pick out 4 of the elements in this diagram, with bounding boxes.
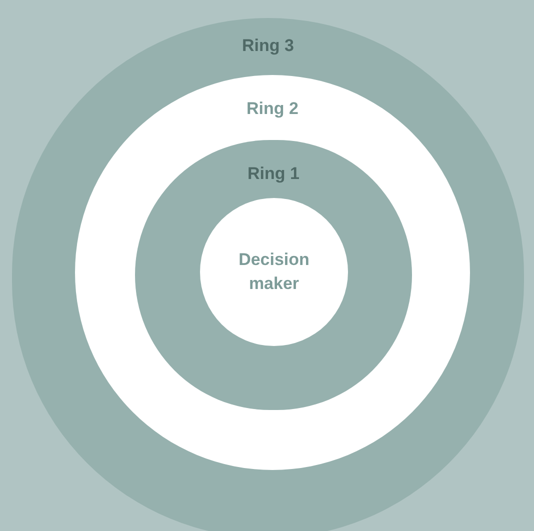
ring-label: Decision maker <box>238 249 310 295</box>
ring-label: Ring 2 <box>246 98 300 120</box>
ring-label: Ring 1 <box>246 163 300 185</box>
ring-label: Ring 3 <box>241 35 295 57</box>
